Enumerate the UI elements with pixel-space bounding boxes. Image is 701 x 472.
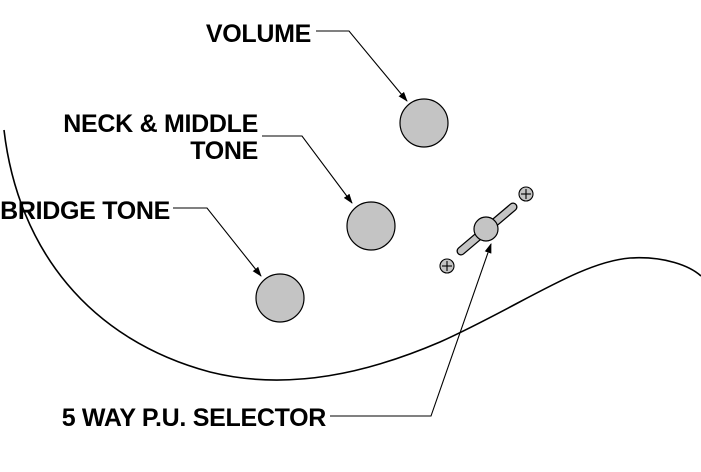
bridge-tone-leader-line [173,207,262,277]
selector-leader-line [330,243,492,417]
volume-knob [399,98,449,148]
neck-middle-tone-label-line2: TONE [190,137,258,165]
selector-tip [473,216,499,242]
neck-middle-tone-label-line1: NECK & MIDDLE [63,110,258,138]
neck-middle-tone-knob [346,201,396,251]
guitar-body-outline [3,129,701,381]
volume-leader-line [316,30,408,102]
pickup-selector-switch [456,202,518,256]
neck-middle-tone-leader-line [262,135,353,204]
bridge-tone-knob [255,273,305,323]
mounting-screw-bottom [439,258,455,274]
selector-label: 5 WAY P.U. SELECTOR [62,404,327,432]
bridge-tone-label: BRIDGE TONE [0,197,170,225]
volume-label: VOLUME [206,20,311,48]
mounting-screw-top [518,186,534,202]
